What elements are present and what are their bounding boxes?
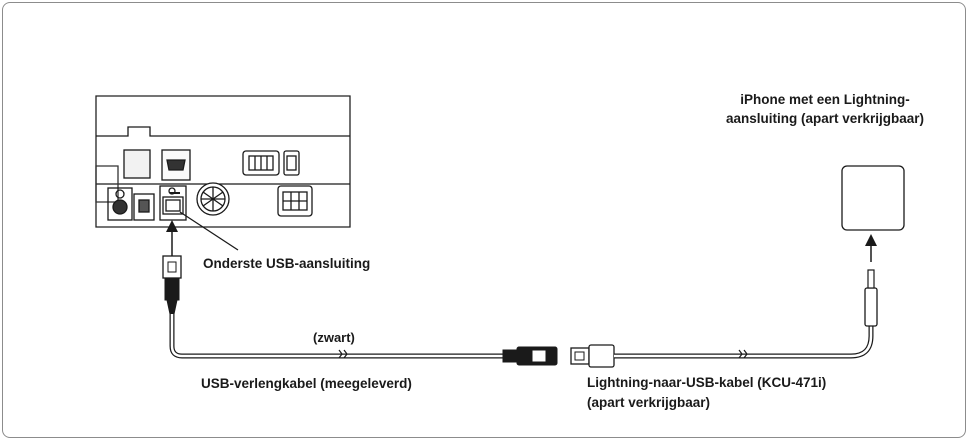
iphone-device: [841, 165, 905, 231]
fan-icon: [196, 182, 230, 216]
usb-port-label: Onderste USB-aansluiting: [203, 256, 370, 271]
arrow-up-icon: [865, 234, 877, 262]
lightning-usb-cable: [570, 269, 878, 368]
diagram-frame: [2, 2, 966, 438]
arrow-up-icon: [166, 220, 178, 258]
iphone-label-line2: aansluiting (apart verkrijgbaar): [726, 111, 924, 126]
lightning-cable-label-line2: (apart verkrijgbaar): [587, 395, 710, 410]
extension-cable-label: USB-verlengkabel (meegeleverd): [201, 376, 412, 391]
cable-color-note: (zwart): [313, 330, 355, 345]
usb-extension-cable: [162, 255, 558, 366]
lightning-cable-label-line1: Lightning-naar-USB-kabel (KCU-471i): [587, 375, 826, 390]
usb-port-leader-line: [179, 211, 239, 251]
iphone-label-line1: iPhone met een Lightning-: [740, 92, 910, 107]
head-unit: [95, 95, 351, 228]
